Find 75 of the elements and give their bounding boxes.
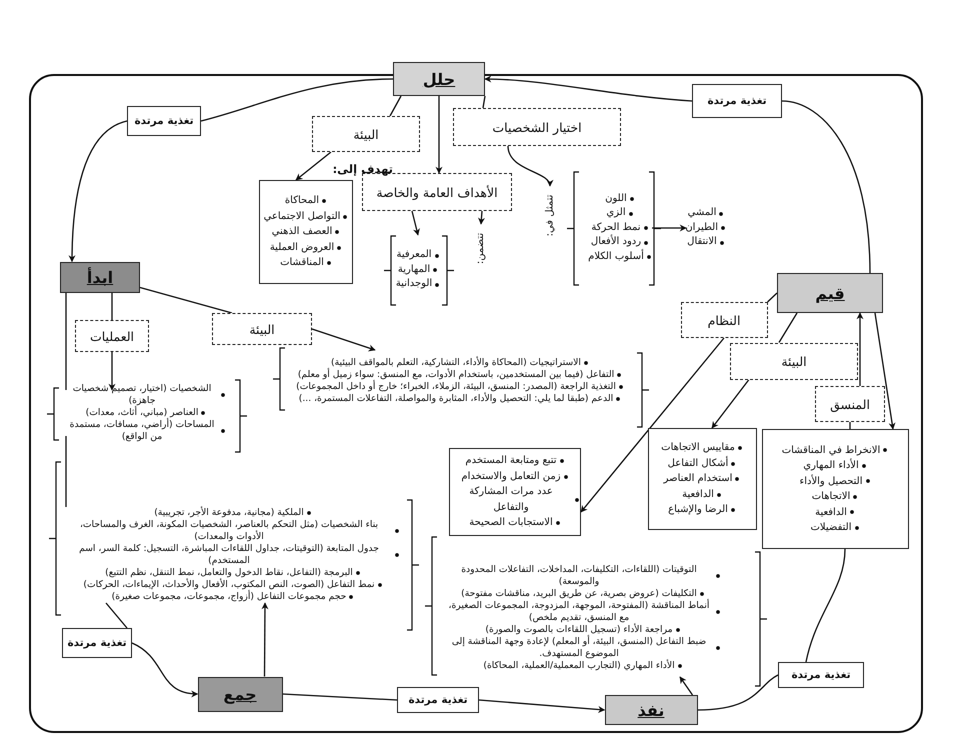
arrow: [874, 312, 896, 430]
feedback-box: تغذية مرتدة: [127, 106, 201, 136]
connector-line: [389, 96, 402, 116]
list-item: الأداء المهاري (التجارب المعملية/العملية، المحاكاة): [483, 660, 683, 672]
stage-box: قيم: [777, 273, 883, 313]
stage-box: ابدأ: [60, 262, 140, 292]
connector-line: [106, 602, 128, 628]
rotated-label: تتضمن:: [473, 224, 489, 272]
dashed-box: اختيار الشخصيات: [453, 108, 621, 146]
list-item: المهارية: [398, 262, 438, 278]
arrow: [478, 699, 606, 713]
list-item: الانخراط في المناقشات: [782, 442, 888, 458]
arrow: [711, 379, 750, 429]
feedback-box: تغذية مرتدة: [62, 628, 132, 658]
arrow: [580, 338, 724, 513]
list-item: الأداء المهاري: [803, 458, 867, 474]
rotated-label: تتمثل في:: [542, 186, 558, 244]
dashed-box: البيئة: [730, 342, 858, 380]
stage-box: جمع: [198, 676, 282, 712]
arrow: [856, 312, 864, 386]
arrow: [652, 224, 687, 232]
list-item: الدعم (طبقا لما يلي: التحصيل والأداء، المثابرة والمواصلة، التفاعلات المستمرة، ...): [298, 392, 622, 405]
connector-line: [767, 292, 778, 302]
arrow: [261, 602, 268, 676]
connector-line: [282, 693, 398, 701]
arrow: [295, 152, 332, 180]
dashed-box: البيئة: [312, 116, 420, 152]
feedback-box: تغذية مرتدة: [692, 84, 782, 118]
arrow: [108, 352, 116, 391]
list-item: التواصل الاجتماعي: [264, 208, 348, 224]
dashed-box: البيئة: [212, 313, 312, 345]
arrow: [312, 328, 376, 352]
list-item: التحصيل والأداء: [800, 474, 870, 489]
list-item: الملكية (مجانية، مدفوعة الأجر، تجريبية): [154, 507, 312, 520]
connector-line: [482, 96, 486, 108]
list-item: مراجعة الأداء (تسجيل اللقاءات بالصوت والصورة): [485, 624, 681, 636]
connector-line: [805, 548, 846, 662]
arrow: [68, 120, 128, 262]
list-heading: تهدف إلى:: [332, 162, 393, 176]
connector-line: [65, 292, 67, 390]
arrow: [484, 76, 692, 102]
stage-box: حلل: [393, 62, 485, 96]
feedback-box: تغذية مرتدة: [778, 662, 864, 688]
list-item: العروض العملية: [270, 240, 342, 256]
list-item: الطيران: [686, 220, 726, 236]
arrow: [478, 210, 485, 225]
list-item: نمط التفاعل (الصوت، النص المكتوب، الأفعال والأحداث، الإيماءات، الحركات): [83, 578, 383, 591]
connector-line: [111, 292, 113, 320]
list-item: الاستراتيجيات (المحاكاة والأداء، التشاركية، التعلم بالمواقف البيئية): [331, 357, 589, 370]
connector-line: [65, 436, 67, 507]
arrow: [132, 642, 198, 697]
connector-line: [778, 312, 798, 343]
arrow: [411, 210, 420, 236]
list-item: البرمجة (التفاعل، نقاط الدخول والتعامل، نمط التنقل، نظم التتبع): [105, 566, 361, 579]
list-item: التفاعل (فيما بين المستخدمين، باستخدام الأدوات، مع المنسق: سواء زميل أو معلم): [298, 369, 622, 381]
list-item: التكليفات (عروض بصرية، عن طريق البريد، مناقشات مفتوحة): [461, 588, 705, 600]
arrow: [507, 146, 552, 187]
arrow: [436, 96, 442, 174]
arrow: [679, 676, 694, 696]
dashed-box: النظام: [680, 302, 768, 338]
list-item: التغذية الراجعة (المصدر: المنسق، البيئة، الزملاء، الخبراء؛ خارج أو داخل المجموعات): [296, 381, 624, 393]
dashed-box: المنسق: [815, 386, 885, 422]
list-item: العناصر (مباني، أثاث، معدات): [86, 407, 206, 419]
list-item: زمن التعامل والاستخدام: [461, 468, 569, 484]
list-item: اللون: [605, 192, 635, 206]
connector-line: [697, 674, 778, 711]
connector-line: [200, 78, 394, 122]
list-item: أسلوب الكلام: [588, 250, 652, 264]
list-item: حجم مجموعات التفاعل (أزواج، مجموعات، مجموعات صغيرة): [112, 590, 354, 603]
stage-box: نفذ: [604, 695, 698, 725]
list-item: نمط الحركة: [591, 220, 649, 236]
feedback-box: تغذية مرتدة: [397, 687, 479, 713]
connector-line: [782, 100, 871, 274]
connector-line: [140, 286, 232, 314]
dashed-box: العمليات: [75, 320, 149, 352]
